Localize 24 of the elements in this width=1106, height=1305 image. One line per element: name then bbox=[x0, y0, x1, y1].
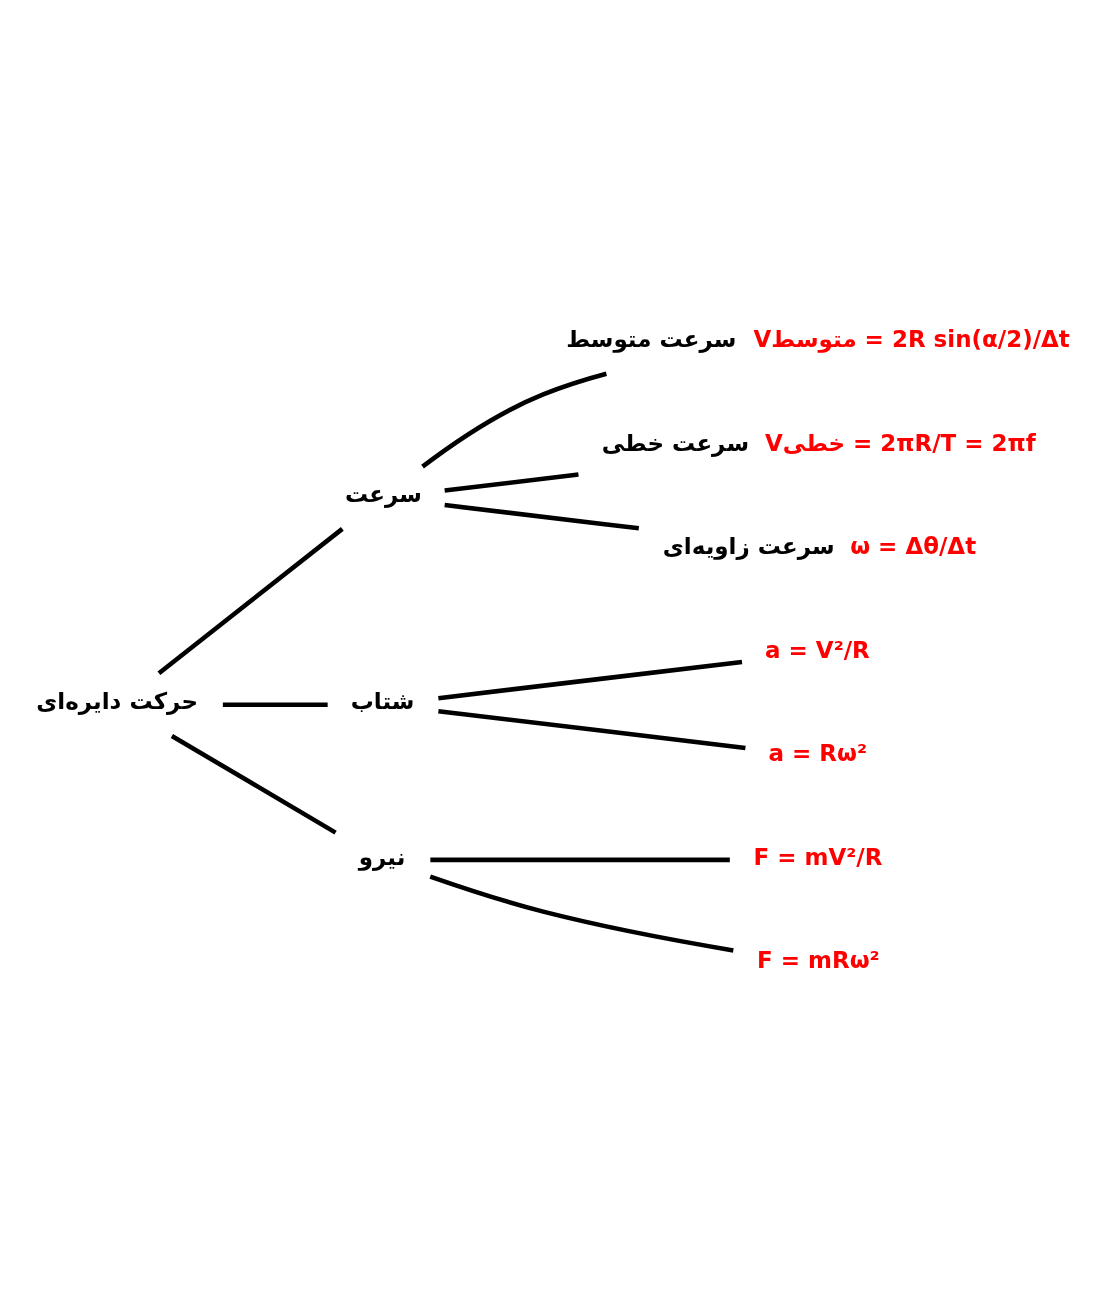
node-label: Vخطی = 2πR/T = 2πf bbox=[765, 429, 1036, 456]
node-text: F = mRω² bbox=[757, 946, 880, 973]
node-text: F = mV²/R bbox=[753, 843, 883, 870]
connector bbox=[444, 471, 579, 493]
node-text: سرعت خطی bbox=[601, 429, 750, 456]
connector bbox=[157, 526, 344, 675]
connector bbox=[170, 733, 337, 835]
node-text: سرعت زاویه‌ای bbox=[662, 532, 835, 559]
node-label: ω = Δθ/Δt bbox=[850, 532, 977, 559]
connector bbox=[421, 371, 607, 468]
node-text: a = V²/R bbox=[765, 636, 870, 663]
node-text: سرعت متوسط bbox=[566, 325, 737, 352]
connector bbox=[438, 659, 743, 700]
connector bbox=[222, 701, 328, 707]
node-text: سرعت bbox=[344, 480, 422, 507]
node-text: شتاب bbox=[350, 687, 415, 714]
connector bbox=[429, 873, 734, 953]
connector bbox=[444, 502, 640, 531]
node-text: نیرو bbox=[358, 843, 406, 870]
node-label: Vمتوسط = 2R sin(α/2)/Δt bbox=[753, 325, 1070, 352]
connector bbox=[438, 708, 746, 750]
node-text: a = Rω² bbox=[768, 739, 868, 766]
connector bbox=[430, 857, 730, 862]
node-text: حرکت دایره‌ای bbox=[36, 687, 198, 714]
